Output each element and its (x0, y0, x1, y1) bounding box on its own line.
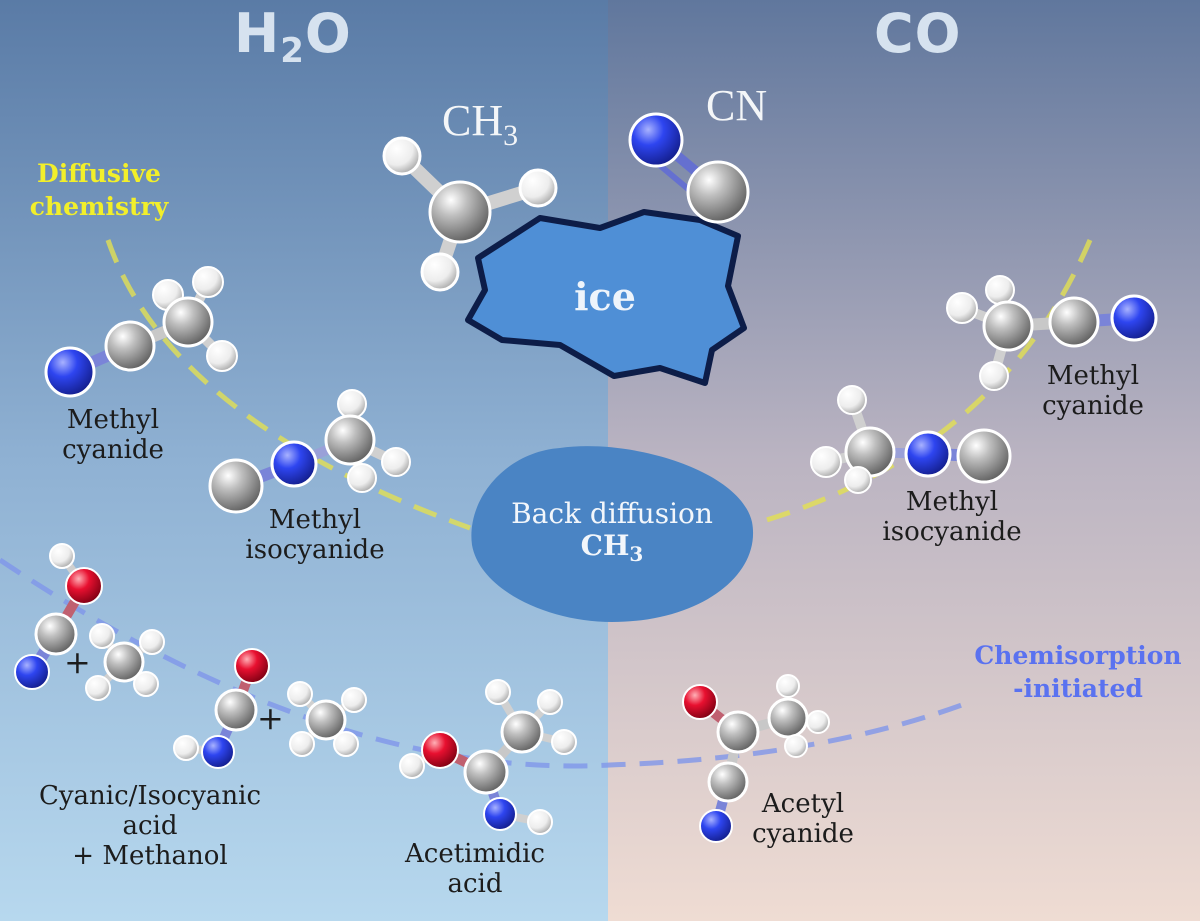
ice-label: ice (574, 274, 636, 319)
cyanic-acid-methanol-label: Cyanic/Isocyanic acid + Methanol (10, 781, 290, 872)
ch3-radical-label: CH3 (442, 95, 518, 153)
methyl-isocyanide-left-label: Methyl isocyanide (220, 505, 410, 566)
isocyanic-acid-molecule (173, 648, 270, 769)
plus-sign-1: + (64, 643, 91, 681)
methyl-isocyanide-right-line2: isocyanide (882, 516, 1022, 547)
back-diffusion-label: Back diffusion CH3 (482, 497, 742, 566)
cyanic-line3: + Methanol (72, 840, 228, 871)
acetyl-line1: Acetyl (761, 789, 845, 819)
methyl-isocyanide-right-molecule (810, 385, 1012, 494)
methyl-cyanide-right-line2: cyanide (1042, 390, 1144, 421)
back-diffusion-blob (471, 446, 754, 622)
methyl-isocyanide-right-line1: Methyl (905, 487, 999, 517)
co-header: CO (874, 2, 962, 65)
acetimidic-acid-label: Acetimidic acid (380, 839, 570, 900)
methyl-isocyanide-right-label: Methyl isocyanide (852, 487, 1052, 548)
acetyl-cyanide-label: Acetyl cyanide (728, 789, 878, 850)
back-diffusion-ch3-subscript: 3 (629, 542, 644, 567)
methyl-isocyanide-left-line2: isocyanide (245, 534, 385, 565)
methyl-cyanide-right-label: Methyl cyanide (1018, 361, 1168, 422)
chemisorption-initiated-label: Chemisorption -initiated (958, 640, 1198, 705)
diffusive-line1: Diffusive (37, 159, 161, 188)
ch3-radical-molecule (382, 136, 558, 292)
cn-radical-label: CN (706, 81, 768, 130)
methyl-cyanide-left-label: Methyl cyanide (28, 405, 198, 466)
acetimidic-line1: Acetimidic (405, 839, 545, 869)
acetimidic-line2: acid (447, 868, 503, 899)
h2o-header: H2O (234, 2, 352, 71)
methyl-cyanide-left-molecule (44, 266, 238, 398)
methyl-isocyanide-left-molecule (208, 389, 411, 514)
diffusive-arc-right (759, 239, 1093, 525)
methyl-fragment-1-molecule (85, 623, 165, 701)
ch3-label-subscript: 3 (503, 119, 519, 152)
back-diffusion-line1: Back diffusion (511, 497, 713, 530)
methyl-cyanide-left-line1: Methyl (66, 405, 160, 435)
acetyl-line2: cyanide (752, 818, 854, 849)
ice-grain (465, 209, 747, 386)
cyanic-line2: acid (122, 810, 178, 841)
chemisorption-line1: Chemisorption (974, 641, 1182, 670)
methyl-isocyanide-left-line1: Methyl (268, 505, 362, 535)
acetyl-cyanide-molecule (682, 674, 830, 843)
cn-radical-molecule (628, 112, 750, 224)
cyanic-acid-molecule (14, 543, 103, 690)
co-ice-region (608, 0, 1200, 921)
diffusive-line2: chemistry (29, 191, 169, 221)
cyanic-line1: Cyanic/Isocyanic (38, 781, 262, 811)
methyl-fragment-2-molecule (287, 681, 367, 757)
back-diffusion-line2: CH3 (482, 530, 742, 566)
h2o-header-o: O (304, 2, 352, 65)
h2o-header-subscript: 2 (280, 31, 305, 71)
ch3-label-main: CH (442, 96, 504, 145)
back-diffusion-ch3-main: CH (580, 529, 630, 563)
plus-sign-2: + (257, 699, 284, 737)
methyl-cyanide-right-line1: Methyl (1046, 361, 1140, 391)
diffusive-arc-left (105, 239, 471, 531)
acetimidic-acid-molecule (399, 679, 577, 835)
diffusive-chemistry-label: Diffusive chemistry (14, 158, 184, 223)
methyl-cyanide-left-line2: cyanide (62, 434, 164, 465)
chemisorption-arc (0, 557, 971, 769)
chemisorption-line2: -initiated (1013, 673, 1143, 703)
methyl-cyanide-right-molecule (946, 275, 1158, 391)
h2o-header-h: H (234, 2, 281, 65)
